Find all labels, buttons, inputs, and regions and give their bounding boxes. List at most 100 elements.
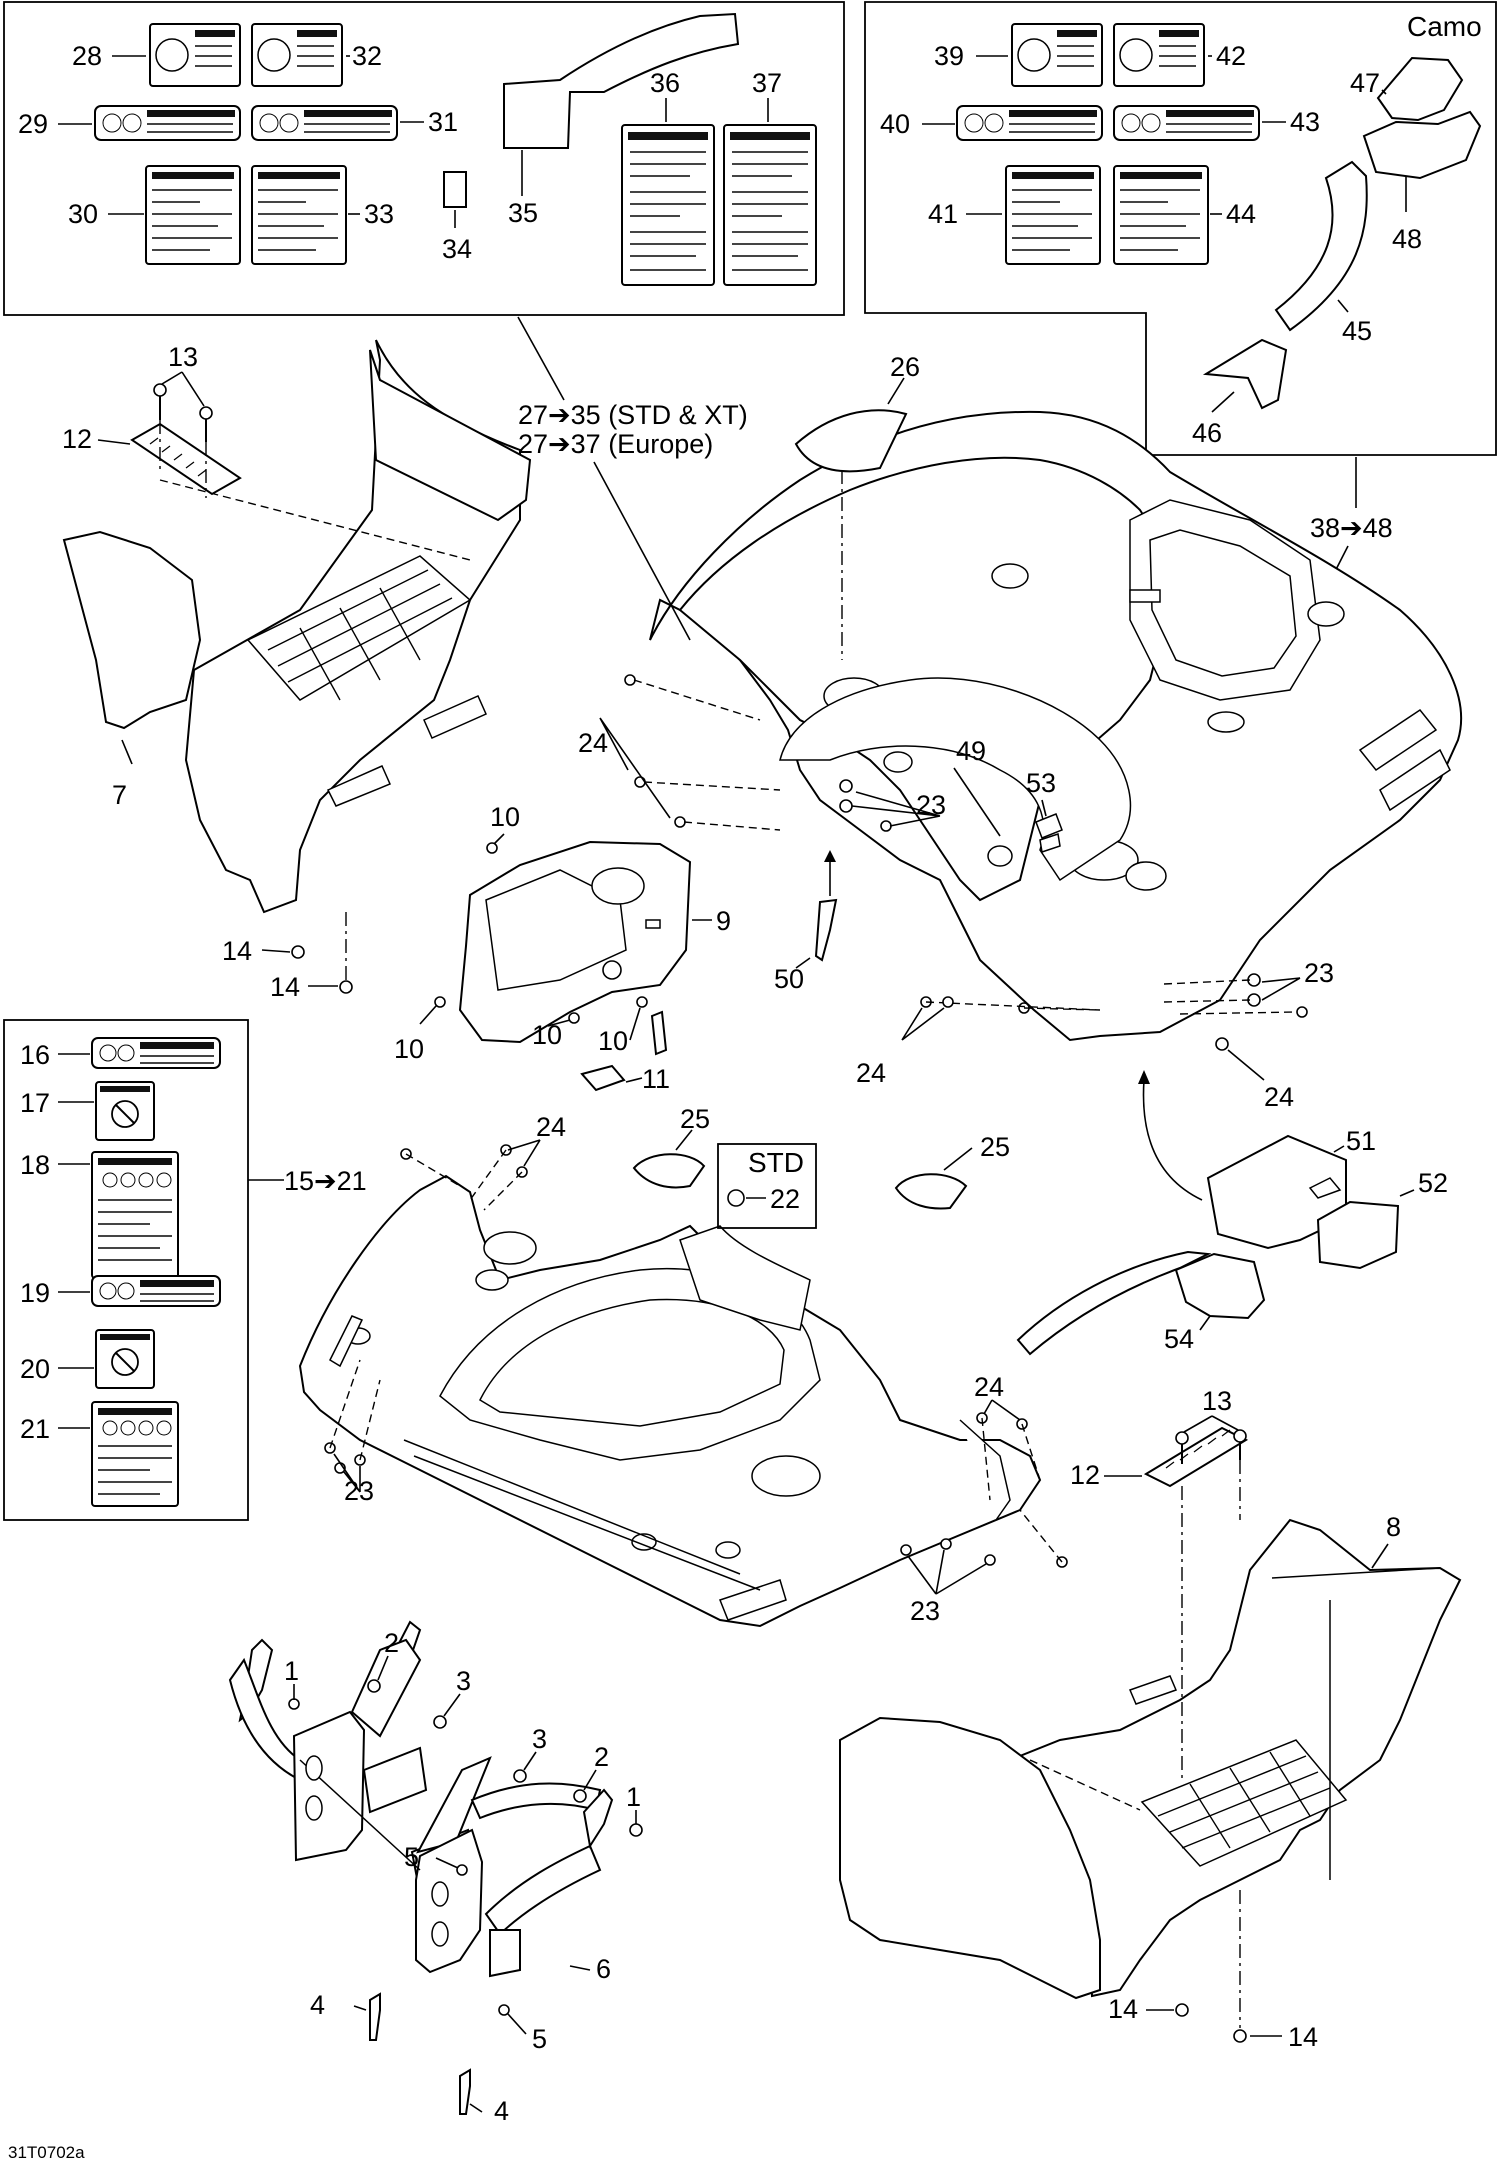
callout-43: 43 bbox=[1290, 107, 1320, 137]
decal-17 bbox=[95, 1081, 155, 1141]
bracket-11: 11 bbox=[580, 1010, 670, 1094]
callout-34: 34 bbox=[442, 234, 472, 264]
front-fender: 25 25 STD 22 bbox=[298, 1104, 1042, 1628]
decal-35 bbox=[503, 12, 740, 149]
callout-23-front-a: 23 bbox=[344, 1476, 374, 1506]
decal-30 bbox=[145, 165, 241, 265]
callout-24-front-a: 24 bbox=[536, 1112, 566, 1142]
callout-20: 20 bbox=[20, 1354, 50, 1384]
callout-45: 45 bbox=[1342, 316, 1372, 346]
group-label-front-decals: 15➔21 bbox=[284, 1166, 367, 1196]
camo-piece-48 bbox=[1362, 110, 1482, 180]
callout-22: 22 bbox=[770, 1184, 800, 1214]
decal-40 bbox=[956, 105, 1103, 141]
decal-32 bbox=[251, 23, 343, 87]
rear-decal-26 bbox=[794, 409, 908, 473]
callout-53: 53 bbox=[1026, 768, 1056, 798]
decal-panel-camo: Camo bbox=[864, 1, 1497, 456]
decal-44 bbox=[1113, 165, 1209, 265]
callout-12b: 12 bbox=[1070, 1460, 1100, 1490]
callout-13b: 13 bbox=[1202, 1386, 1232, 1416]
callout-6: 6 bbox=[596, 1954, 611, 1984]
callout-31: 31 bbox=[428, 107, 458, 137]
callout-10b: 10 bbox=[394, 1034, 424, 1064]
callout-24-front-b: 24 bbox=[974, 1372, 1004, 1402]
callout-46: 46 bbox=[1192, 418, 1222, 448]
decal-19 bbox=[91, 1275, 221, 1307]
callout-10: 10 bbox=[490, 802, 520, 832]
callout-36: 36 bbox=[650, 68, 680, 98]
std-note: STD bbox=[748, 1147, 804, 1178]
callout-18: 18 bbox=[20, 1150, 50, 1180]
callout-41: 41 bbox=[928, 199, 958, 229]
bolts-13-right: 13 bbox=[1175, 1386, 1247, 1780]
callout-14c: 14 bbox=[1108, 1994, 1138, 2024]
callout-47: 47 bbox=[1350, 68, 1380, 98]
callout-49: 49 bbox=[956, 736, 986, 766]
callout-30: 30 bbox=[68, 199, 98, 229]
callout-44: 44 bbox=[1226, 199, 1256, 229]
callout-10c: 10 bbox=[532, 1020, 562, 1050]
callout-24-rear-b: 24 bbox=[856, 1058, 886, 1088]
callout-25b: 25 bbox=[980, 1132, 1010, 1162]
callout-4: 4 bbox=[310, 1990, 325, 2020]
callout-2: 2 bbox=[384, 1628, 399, 1658]
right-footrest-8: 8 bbox=[839, 1512, 1462, 2000]
decal-29 bbox=[94, 105, 241, 141]
group-label-europe: 27➔37 (Europe) bbox=[518, 429, 713, 459]
callout-21: 21 bbox=[20, 1414, 50, 1444]
front-fender-hardware: 24 23 24 23 bbox=[324, 1112, 1068, 1626]
callout-9: 9 bbox=[716, 906, 731, 936]
callout-1: 1 bbox=[284, 1656, 299, 1686]
decal-36 bbox=[621, 124, 715, 286]
decal-43 bbox=[1113, 105, 1260, 141]
callout-19: 19 bbox=[20, 1278, 50, 1308]
callout-16: 16 bbox=[20, 1040, 50, 1070]
camo-strip-45 bbox=[1274, 160, 1368, 332]
callout-11: 11 bbox=[642, 1064, 670, 1094]
decal-39 bbox=[1011, 23, 1103, 87]
callout-39: 39 bbox=[934, 41, 964, 71]
callout-23-rear-a: 23 bbox=[916, 790, 946, 820]
decal-panel-front: 15➔21 bbox=[3, 1019, 367, 1521]
callout-40: 40 bbox=[880, 109, 910, 139]
group-label-std-xt: 27➔35 (STD & XT) bbox=[518, 400, 748, 430]
callout-54: 54 bbox=[1164, 1324, 1194, 1354]
callout-10d: 10 bbox=[598, 1026, 628, 1056]
callout-24-rear-c: 24 bbox=[1264, 1082, 1294, 1112]
callout-14d: 14 bbox=[1288, 2022, 1318, 2052]
decal-37 bbox=[723, 124, 817, 286]
camo-piece-46 bbox=[1202, 338, 1288, 410]
footrest-grid-left bbox=[267, 569, 453, 701]
callout-3: 3 bbox=[456, 1666, 471, 1696]
rear-fender: 26 bbox=[649, 352, 1463, 1042]
callout-33: 33 bbox=[364, 199, 394, 229]
callout-4b: 4 bbox=[494, 2096, 509, 2126]
liner-54: 54 bbox=[1016, 1250, 1266, 1356]
callout-35: 35 bbox=[508, 198, 538, 228]
storage-bin-52: 52 bbox=[1316, 1168, 1448, 1270]
callout-5b: 5 bbox=[532, 2024, 547, 2054]
decal-16 bbox=[91, 1037, 221, 1069]
callout-24-rear-a: 24 bbox=[578, 728, 608, 758]
decal-33 bbox=[251, 165, 347, 265]
callout-5: 5 bbox=[404, 1842, 419, 1872]
callout-23-rear-b: 23 bbox=[1304, 958, 1334, 988]
callout-14b: 14 bbox=[270, 972, 300, 1002]
decal-31 bbox=[251, 105, 398, 141]
decal-28 bbox=[149, 23, 241, 87]
decal-34 bbox=[443, 171, 467, 208]
callout-51: 51 bbox=[1346, 1126, 1376, 1156]
callout-50: 50 bbox=[774, 964, 804, 994]
emblem-25-right bbox=[894, 1173, 968, 1210]
decal-21 bbox=[91, 1401, 179, 1507]
callout-3b: 3 bbox=[532, 1724, 547, 1754]
clips-14-right: 14 14 bbox=[1108, 1890, 1318, 2052]
callout-32: 32 bbox=[352, 41, 382, 71]
callout-42: 42 bbox=[1216, 41, 1246, 71]
bolts-13-left: 13 bbox=[153, 342, 213, 498]
callout-7: 7 bbox=[112, 780, 127, 810]
footrest-plate-12-right: 12 bbox=[1070, 1426, 1249, 1490]
decal-41 bbox=[1005, 165, 1101, 265]
